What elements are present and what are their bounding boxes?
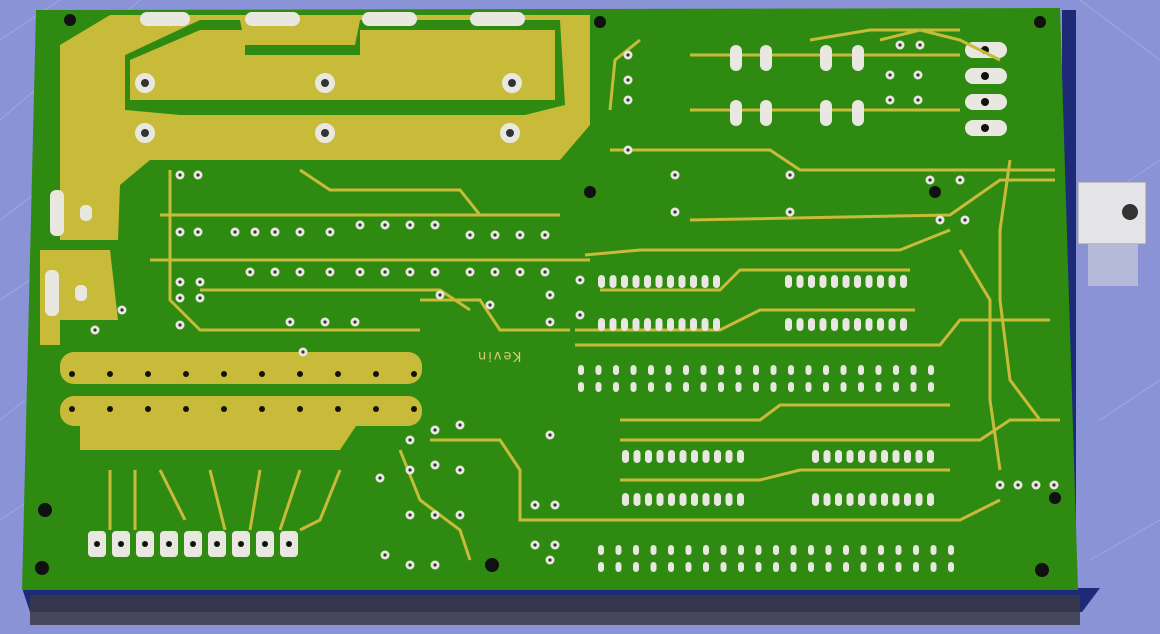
- copper-bar-lower: [60, 396, 422, 426]
- copper-bar-lower-tail: [80, 420, 360, 450]
- left-side-pads: [45, 190, 92, 316]
- component-pads: [90, 40, 1059, 572]
- bus-bar-holes: [69, 371, 417, 547]
- regulator-heatsink: [1077, 181, 1147, 286]
- silkscreen-label: Kevin: [476, 348, 522, 363]
- bottom-header-pads: [88, 531, 298, 557]
- copper-traces: [108, 28, 1060, 561]
- copper-pour-inner: [130, 30, 555, 100]
- terminal-pad-drills: [141, 79, 516, 137]
- copper-bar-upper: [60, 352, 422, 384]
- top-connector-pads: [140, 12, 525, 26]
- board-underside-shadow: [30, 595, 1080, 625]
